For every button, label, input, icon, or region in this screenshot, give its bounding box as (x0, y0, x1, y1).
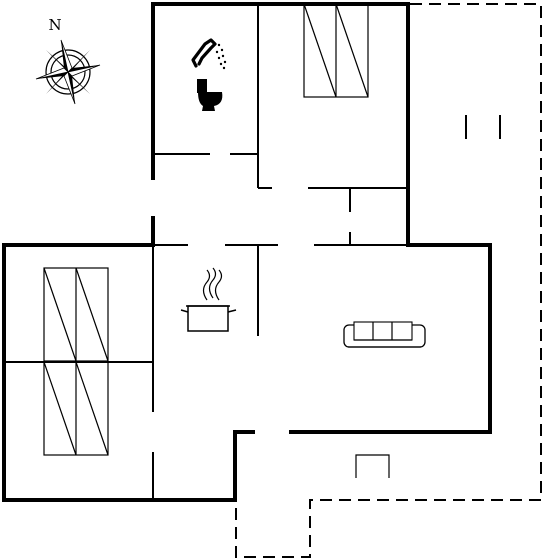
single-bed-icon (43, 267, 109, 362)
cooking-pot-icon (180, 267, 237, 332)
interior-walls (4, 4, 408, 500)
terrace-outline (235, 3, 542, 558)
shower-icon (191, 38, 227, 70)
chair-icon (355, 454, 390, 478)
double-bed-icon (303, 3, 369, 98)
exterior-walls (2, 2, 492, 502)
wardrobe-marks (465, 115, 501, 139)
sofa-icon (343, 321, 426, 348)
compass-rose-icon: N (35, 16, 101, 105)
single-bed-icon (43, 361, 109, 456)
compass-north-label: N (48, 16, 61, 34)
toilet-icon (197, 79, 223, 111)
